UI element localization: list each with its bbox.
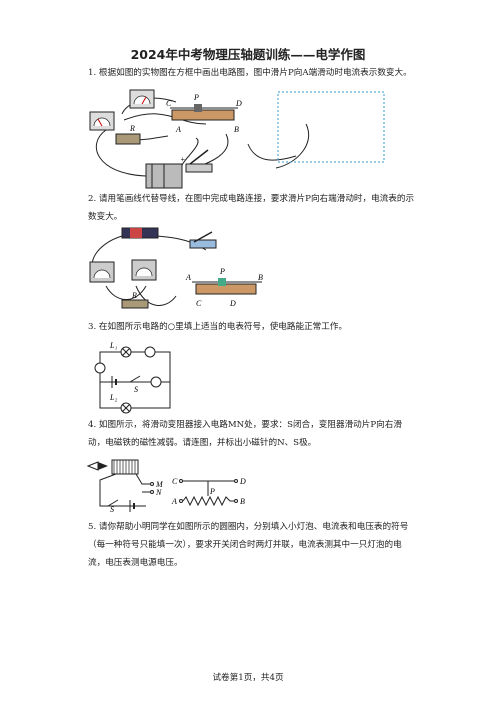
battery-icon (111, 376, 117, 388)
svg-text:A: A (171, 497, 177, 506)
svg-text:L₁: L₁ (109, 341, 117, 350)
svg-text:C: C (196, 299, 202, 308)
compass-needle-icon (86, 461, 108, 471)
svg-text:B: B (258, 273, 263, 282)
question-2: 2. 请用笔画线代替导线，在图中完成电路连接，要求滑片P向右端滑动时，电流表的示… (88, 194, 415, 222)
svg-text:C: C (172, 477, 178, 486)
question-3: 3. 在如图所示电路的○里填上适当的电表符号，使电路能正常工作。 (88, 322, 348, 332)
lamp-icon: L₁ (109, 341, 132, 358)
resistor-icon: R (115, 124, 141, 145)
svg-text:B: B (240, 497, 245, 506)
meter-slot (94, 362, 106, 374)
meter-slot (144, 346, 156, 358)
rheostat-icon: A P B C D (185, 267, 263, 308)
battery-icon: + (145, 155, 185, 189)
svg-text:R: R (129, 124, 135, 133)
svg-text:C: C (166, 99, 172, 108)
svg-text:P: P (209, 487, 215, 496)
page-footer: 试卷第1页，共4页 (212, 673, 284, 683)
svg-text:N: N (155, 488, 162, 497)
ammeter-icon (131, 259, 157, 281)
switch-icon: S (107, 499, 119, 512)
meter-slot (150, 376, 162, 388)
rheostat-icon: C P D A B (166, 93, 242, 134)
rheostat-icon: C D P A B (171, 477, 246, 507)
meter-icon (89, 111, 115, 131)
svg-text:S: S (134, 385, 138, 394)
svg-text:D: D (229, 299, 236, 308)
svg-text:+: + (180, 155, 185, 164)
svg-text:D: D (239, 477, 246, 486)
switch-icon: S (129, 375, 141, 394)
svg-text:S: S (110, 505, 114, 512)
battery-icon (121, 227, 159, 239)
figure-4: M N S C D P A B (86, 459, 246, 512)
svg-text:P: P (193, 93, 199, 102)
switch-icon (185, 149, 213, 173)
switch-icon (189, 231, 217, 249)
meter-icon (89, 261, 115, 283)
svg-text:B: B (234, 125, 239, 134)
answer-box (277, 91, 385, 163)
page-title: 2024年中考物理压轴题训练——电学作图 (130, 47, 366, 62)
resistor-icon: R (121, 291, 149, 309)
lamp-icon: L₂ (109, 393, 132, 414)
svg-text:D: D (235, 99, 242, 108)
figure-2: R A P B C D (89, 227, 263, 309)
electromagnet-icon (111, 459, 139, 475)
svg-text:A: A (185, 273, 191, 282)
svg-text:A: A (175, 125, 181, 134)
question-5: 5. 请你帮助小明同学在如图所示的圆圈内，分别填入小灯泡、电流表和电压表的符号（… (88, 522, 409, 568)
question-4: 4. 如图所示，将滑动变阻器接入电路MN处，要求：S闭合，变阻器滑动片P向右滑动… (88, 420, 402, 448)
figure-1: R C P D A B + (89, 89, 385, 189)
question-1: 1. 根据如图的实物图在方框中画出电路图，图中滑片P向A端滑动时电流表示数变大。 (88, 68, 412, 78)
svg-text:M: M (155, 480, 164, 489)
svg-text:R: R (131, 291, 137, 300)
svg-text:L₂: L₂ (109, 393, 117, 402)
svg-text:P: P (219, 267, 225, 276)
ammeter-icon (129, 89, 155, 109)
figure-3: L₁ S L₂ (94, 341, 171, 414)
battery-icon (129, 500, 135, 512)
